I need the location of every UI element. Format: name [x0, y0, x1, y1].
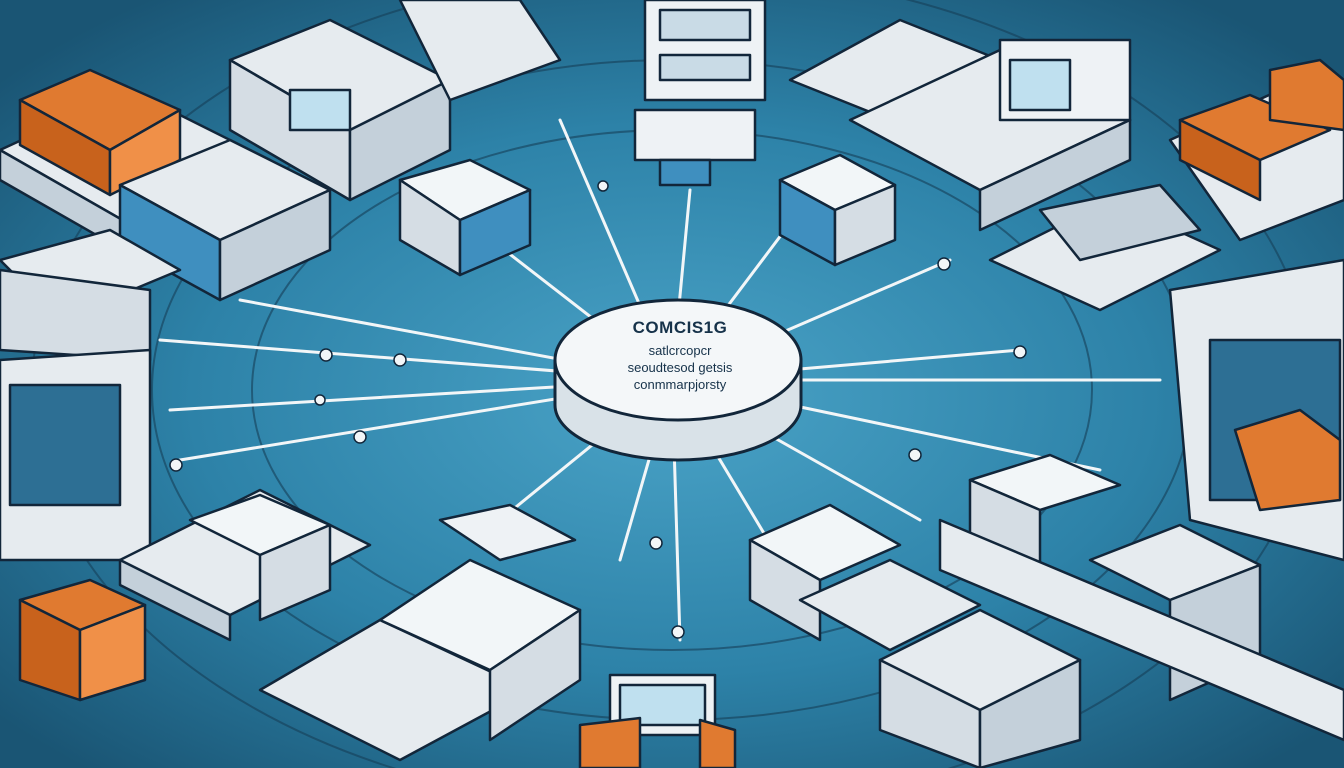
network-nodes [169, 180, 1027, 639]
central-hub [553, 298, 803, 462]
